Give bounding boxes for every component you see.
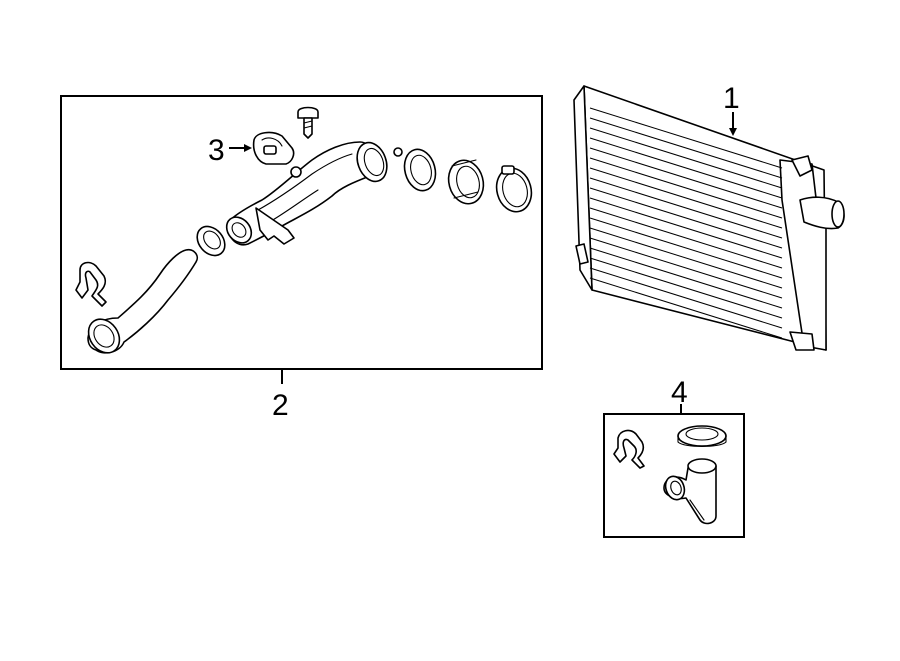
clip [75, 261, 107, 307]
group-4-frame [603, 413, 745, 538]
hose-clamp-small [196, 225, 226, 257]
group-2-frame [60, 95, 543, 370]
callout-4: 4 [671, 376, 688, 409]
o-ring [403, 148, 437, 192]
hose-clamp-large [495, 165, 533, 213]
core-fins [589, 107, 783, 339]
lower-hose [87, 248, 199, 354]
boost-sensor [252, 131, 295, 165]
leader-arrow-1 [729, 128, 737, 136]
seal-ring [677, 425, 727, 448]
callout-3: 3 [208, 134, 225, 167]
intercooler [573, 85, 845, 351]
callout-1: 1 [723, 82, 740, 115]
coupler [447, 159, 485, 205]
outlet-elbow [663, 458, 717, 525]
bolt [297, 106, 319, 139]
clip-small [613, 429, 645, 469]
inlet-pipe [225, 141, 403, 246]
leader-arrow-3 [244, 144, 252, 152]
callout-2: 2 [272, 389, 289, 422]
